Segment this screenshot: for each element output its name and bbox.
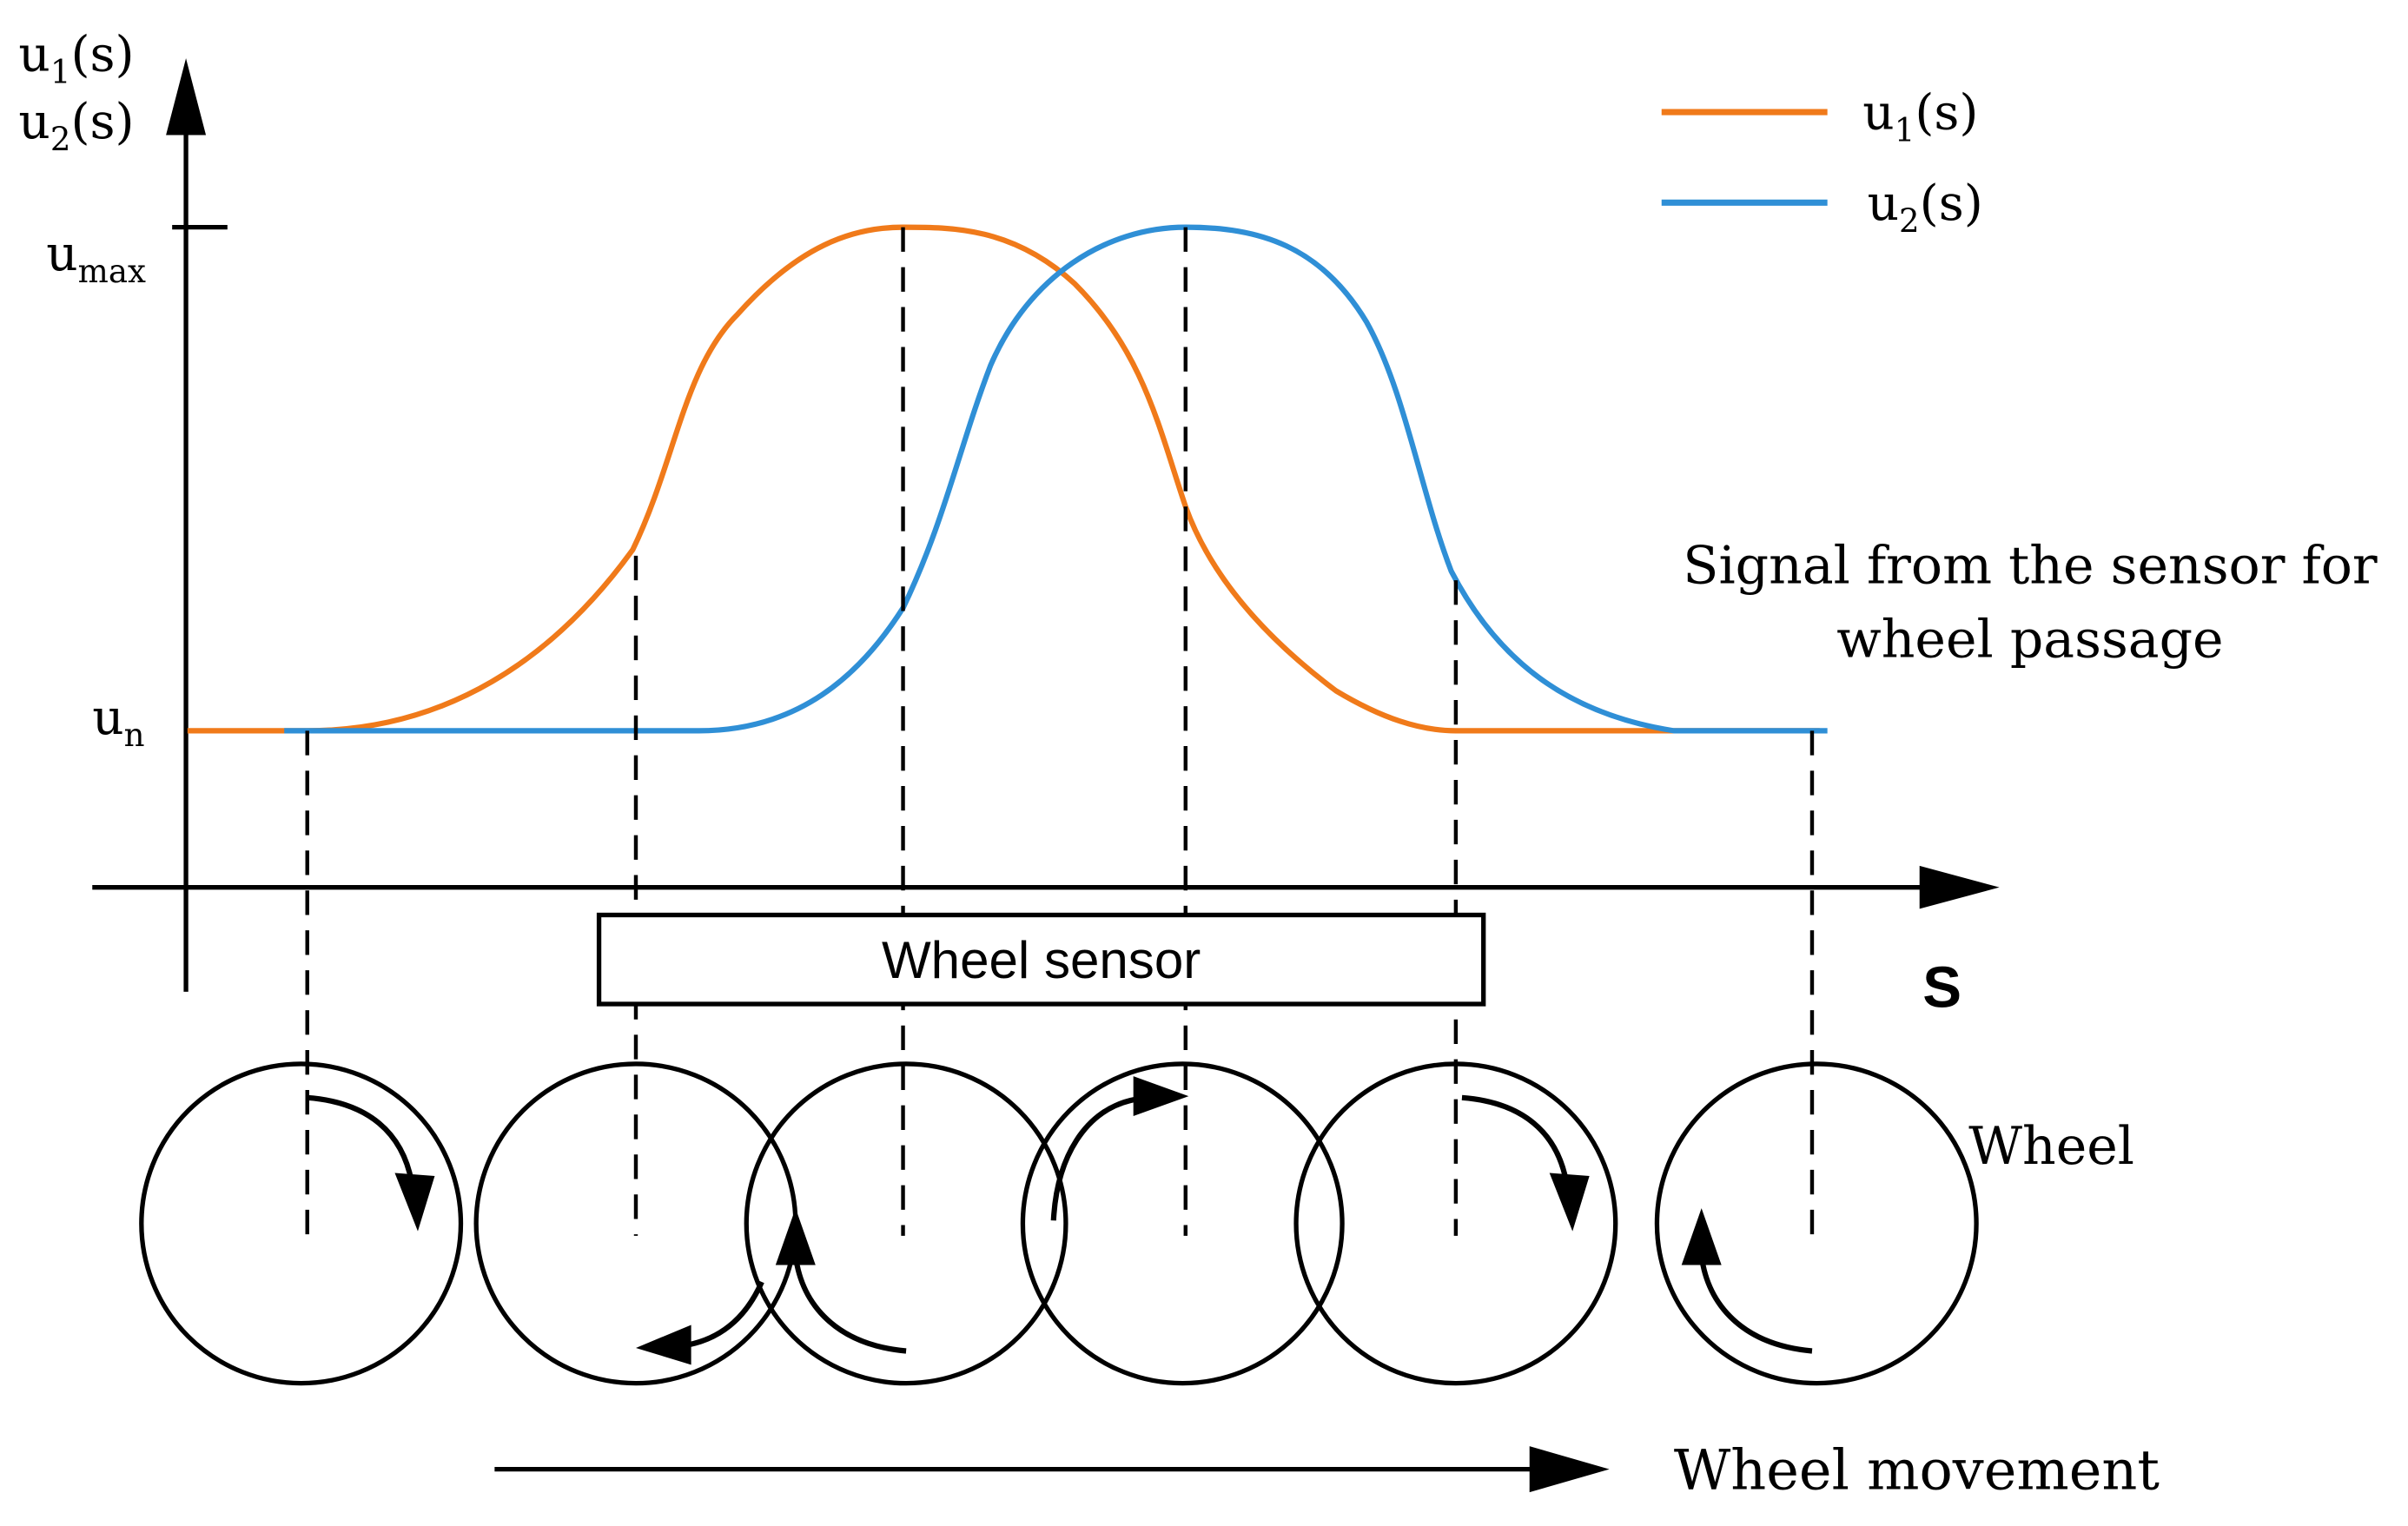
annotation-line-2: wheel passage <box>1836 610 2223 671</box>
wheel-4 <box>1020 1061 1345 1386</box>
signal-curves <box>187 224 1828 734</box>
curve-u1 <box>187 224 1820 734</box>
x-axis-arrowhead <box>1919 865 2000 909</box>
x-axis-label: S <box>1922 955 1961 1021</box>
annotation-line-1: Signal from the sensor for <box>1683 536 2378 597</box>
axes <box>92 58 2000 992</box>
legend: u1(s) u2(s) <box>1661 83 1983 240</box>
y-axis-arrowhead <box>166 58 207 135</box>
y-axis-label-u1: u1(s) <box>18 25 134 90</box>
rotation-arrowhead-3 <box>775 1208 816 1265</box>
y-tick-label-max: umax <box>46 225 146 290</box>
wheel-movement: Wheel movement <box>494 1439 2160 1503</box>
legend-label-u2: u2(s) <box>1868 175 1983 240</box>
rotation-arrow-6 <box>1698 1255 1813 1354</box>
wheel-5 <box>1293 1061 1618 1386</box>
wheel-6 <box>1654 1061 1979 1386</box>
wheel-label: Wheel <box>1968 1116 2134 1177</box>
guide-lines <box>305 227 1815 1236</box>
rotation-arrow-5 <box>1461 1094 1570 1183</box>
rotation-arrow-2 <box>687 1280 764 1348</box>
y-tick-label-n: un <box>92 689 144 754</box>
wheel-3 <box>744 1061 1068 1386</box>
rotation-arrowhead-4 <box>1133 1076 1189 1117</box>
signal-annotation: Signal from the sensor for wheel passage <box>1683 536 2378 671</box>
rotation-arrow-1 <box>307 1094 414 1183</box>
rotation-arrowhead-1 <box>394 1173 435 1232</box>
wheel-sensor-box <box>596 912 1486 1007</box>
rotation-arrowhead-6 <box>1681 1208 1722 1265</box>
curve-u2 <box>284 224 1828 734</box>
wheel-sensor-label: Wheel sensor <box>882 931 1201 989</box>
movement-arrowhead <box>1529 1446 1610 1493</box>
y-axis-label-u2: u2(s) <box>18 93 134 158</box>
movement-label: Wheel movement <box>1674 1439 2160 1503</box>
legend-label-u1: u1(s) <box>1862 83 1978 149</box>
rotation-arrow-4 <box>1050 1096 1137 1221</box>
wheel-sensor: Wheel sensor <box>596 912 1486 1007</box>
rotation-arrowhead-5 <box>1549 1173 1590 1232</box>
rotation-arrows <box>307 1076 1813 1365</box>
wheel-1 <box>139 1061 464 1386</box>
rotation-arrow-3 <box>792 1255 907 1354</box>
rotation-arrowhead-2 <box>635 1325 691 1365</box>
